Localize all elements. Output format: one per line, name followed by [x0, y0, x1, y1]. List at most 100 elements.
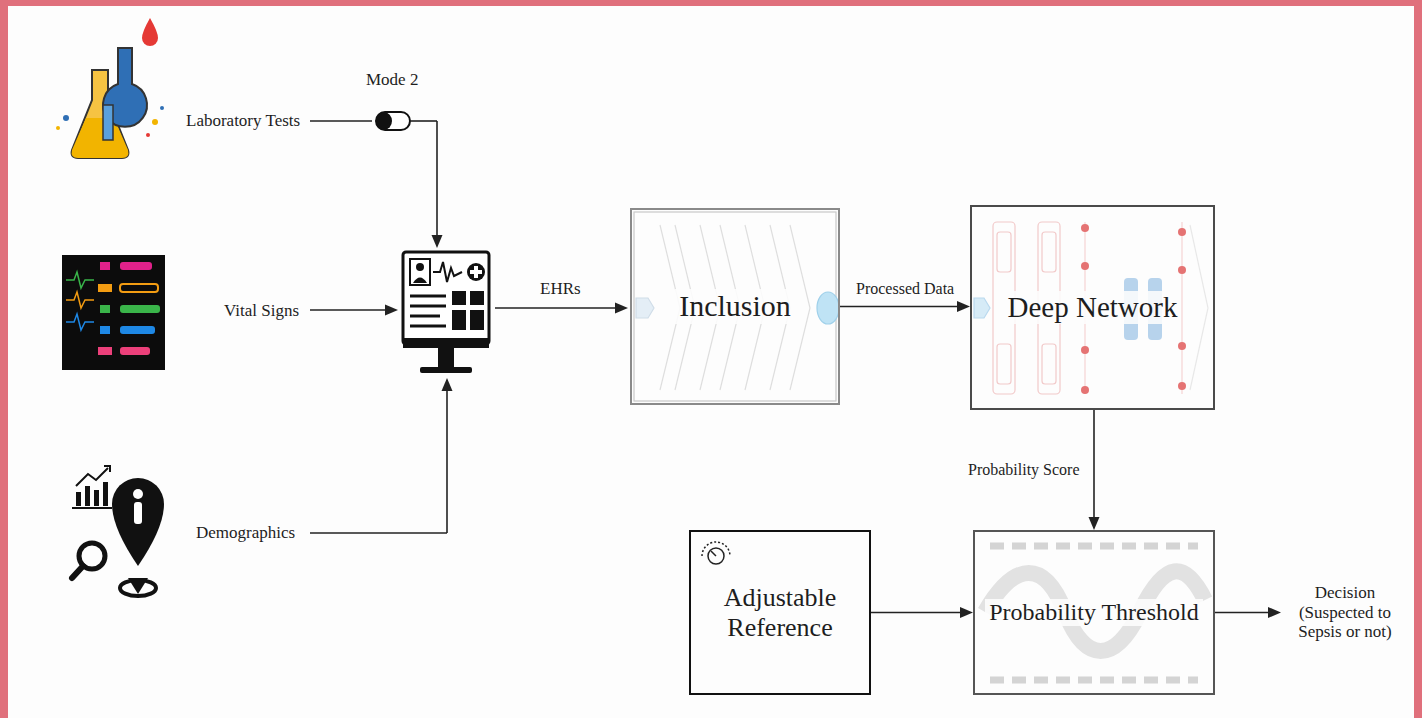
lab-flask-icon — [63, 115, 69, 121]
threshold-pattern — [985, 571, 1205, 651]
demographics-icon — [72, 566, 83, 578]
flow-label: EHRs — [540, 279, 581, 299]
lab-flask-icon — [56, 18, 164, 158]
ehr-computer-icon — [403, 252, 489, 344]
deep-network-pattern — [1081, 224, 1089, 232]
input-wires — [410, 120, 437, 122]
demographics-icon — [103, 482, 108, 506]
edge-label: Probability Score — [968, 461, 1080, 479]
ehr-computer-icon — [403, 338, 489, 348]
ehr-computer-icon — [433, 262, 462, 282]
threshold-pattern — [990, 677, 1198, 684]
arrow-head — [960, 607, 973, 618]
vital-signs-monitor-icon — [120, 326, 155, 334]
input-label: Laboratory Tests — [186, 111, 300, 131]
deep-network-pattern — [1081, 346, 1089, 354]
deep-network-pattern — [997, 232, 1011, 272]
demographics-icon — [134, 502, 142, 524]
input-wires — [376, 112, 392, 130]
lab-flask-icon — [56, 126, 60, 130]
ehr-computer-icon — [452, 310, 466, 330]
ehr-computer-icon — [403, 252, 489, 373]
process-box: Deep Network — [970, 205, 1215, 410]
ehr-computer-icon — [420, 367, 472, 373]
threshold-pattern — [985, 546, 1205, 680]
output-label: Decision (Suspected to Sepsis or not) — [1286, 583, 1404, 642]
connector-line — [1215, 612, 1269, 614]
deep-network-pattern — [1081, 262, 1089, 270]
input-wires — [442, 378, 453, 391]
input-wires — [495, 307, 616, 309]
node-text: Deep Network — [1004, 291, 1182, 324]
deep-network-pattern — [1178, 228, 1186, 236]
arrow-head — [957, 301, 970, 312]
connector-line — [871, 612, 961, 614]
inclusion-pattern — [634, 212, 836, 401]
vital-signs-monitor-icon — [66, 292, 94, 308]
input-wires — [310, 112, 628, 533]
ehr-computer-icon — [410, 305, 446, 308]
page-ground — [8, 6, 1414, 718]
ehr-computer-icon — [413, 278, 427, 284]
node-text: Adjustable Reference — [701, 583, 859, 643]
deep-network-pattern — [1081, 386, 1089, 394]
ehr-computer-icon — [410, 315, 440, 318]
demographics-icon — [72, 507, 112, 509]
edge-label: Processed Data — [856, 280, 954, 298]
deep-network-pattern — [1178, 342, 1186, 350]
input-wires — [615, 303, 628, 314]
arrow-head — [1089, 517, 1100, 530]
lab-flask-icon — [160, 106, 164, 110]
dial-icon — [711, 551, 716, 556]
vital-signs-monitor-icon — [120, 284, 158, 292]
demographics-icon — [72, 466, 164, 596]
vital-signs-monitor-icon — [66, 314, 94, 330]
vital-signs-monitor-icon — [100, 326, 110, 334]
input-label: Demographics — [196, 523, 295, 543]
deep-network-pattern — [1181, 222, 1182, 394]
demographics-icon — [76, 468, 108, 486]
vital-signs-monitor-icon — [62, 255, 165, 370]
ehr-computer-icon — [470, 291, 484, 305]
input-wires — [310, 120, 372, 122]
dial-icon — [708, 548, 724, 564]
reference-box: Adjustable Reference — [689, 530, 871, 695]
vital-signs-monitor-icon — [120, 347, 150, 355]
vital-signs-monitor-icon — [120, 262, 152, 270]
demographics-icon — [94, 490, 99, 506]
deep-network-pattern — [1178, 266, 1186, 274]
lab-flask-icon — [146, 133, 150, 137]
deep-network-pattern — [974, 298, 990, 318]
input-wires — [310, 309, 386, 311]
demographics-icon — [133, 489, 143, 499]
demographics-icon — [112, 478, 164, 566]
connector-line — [840, 306, 958, 308]
dial-icon — [702, 542, 730, 564]
input-wires — [436, 121, 438, 236]
node-text: Probability Threshold — [985, 599, 1203, 627]
deep-network-pattern — [997, 344, 1011, 384]
threshold-pattern — [990, 543, 1198, 550]
deep-network-pattern — [1042, 232, 1056, 272]
process-box: Inclusion — [630, 208, 840, 405]
connector-line — [1093, 410, 1095, 518]
threshold-box: Probability Threshold — [973, 530, 1215, 695]
inclusion-pattern — [636, 298, 654, 318]
input-wires — [446, 390, 448, 533]
lab-flask-icon — [142, 18, 158, 46]
connector — [871, 607, 973, 618]
ehr-computer-icon — [410, 295, 446, 298]
demographics-icon — [85, 486, 90, 506]
ehr-computer-icon — [410, 259, 430, 285]
inclusion-pattern — [817, 292, 839, 324]
ehr-computer-icon — [438, 348, 454, 368]
dial-icon — [702, 542, 730, 556]
vital-signs-monitor-icon — [98, 347, 112, 355]
vital-signs-monitor-icon — [120, 305, 160, 313]
ehr-computer-icon — [410, 325, 446, 328]
vital-signs-monitor-icon — [66, 272, 94, 288]
vital-signs-monitor-icon — [100, 305, 110, 313]
deep-network-pattern — [1042, 344, 1056, 384]
arrow-head — [1268, 607, 1281, 618]
node-text: Inclusion — [675, 289, 795, 324]
